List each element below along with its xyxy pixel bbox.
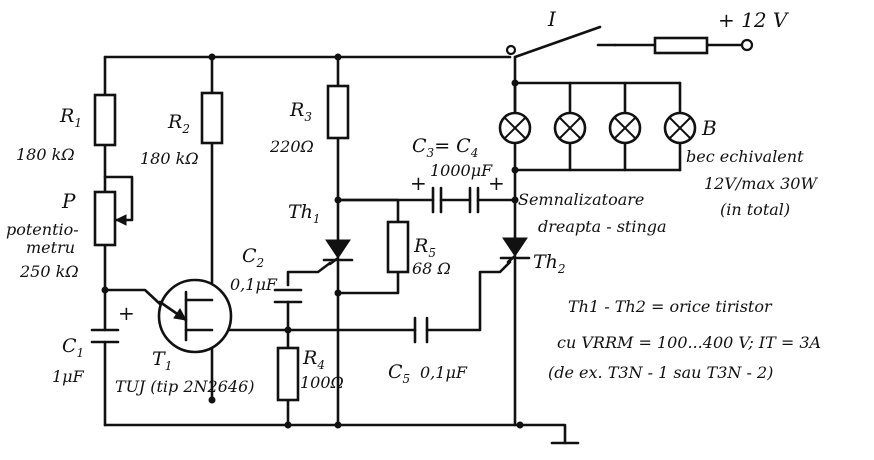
signal-label-1: Semnalizatoare: [518, 190, 644, 209]
switch-pivot: [505, 44, 517, 56]
lamps-label: B: [701, 116, 717, 140]
c2-value: 0,1μF: [230, 275, 278, 294]
pot-label: P: [61, 189, 76, 213]
potentiometer: [93, 190, 117, 247]
r5-top-wire: [336, 198, 400, 224]
r5-resistor: [386, 220, 410, 274]
th1-label: Th1: [288, 201, 321, 226]
pot-wiper-arrow: [114, 214, 127, 226]
pot-desc-2: metru: [26, 238, 75, 257]
lamp-1: [498, 111, 532, 145]
lamps-note-2: 12V/max 30W: [704, 174, 818, 193]
c5-right-wire: [425, 260, 512, 332]
lamps-note-3: (in total): [720, 200, 790, 219]
r2-label: R2: [167, 111, 190, 136]
junction-dots: [101, 53, 524, 429]
ground-wire: [518, 423, 567, 445]
c2-label: C2: [242, 245, 264, 270]
c1-label: C1: [62, 335, 84, 360]
c5-value: 0,1μF: [420, 363, 468, 382]
c34-label: C3= C4: [412, 135, 478, 160]
r3-label: R3: [289, 99, 312, 124]
note-line-1: Th1 - Th2 = orice tiristor: [568, 297, 773, 316]
r1-label: R1: [59, 105, 82, 130]
r2-resistor: [200, 91, 224, 145]
c3-capacitor: [431, 186, 443, 214]
r4-value: 100Ω: [300, 373, 344, 392]
th1-thyristor: [322, 239, 354, 266]
c5-capacitor: [413, 316, 429, 344]
supply-label: + 12 V: [718, 8, 790, 32]
pot-value: 250 kΩ: [19, 262, 79, 281]
signal-label-2: dreapta - stinga: [538, 217, 667, 236]
lamp-2: [553, 111, 587, 145]
wires: [103, 25, 744, 445]
r4-resistor: [276, 346, 300, 402]
th2-thyristor: [499, 237, 531, 264]
note-line-2: cu VRRM = 100...400 V; IT = 3A: [557, 333, 821, 352]
c5-label: C5: [388, 361, 410, 386]
lamp-4: [663, 111, 697, 145]
lamp-3: [608, 111, 642, 145]
c4-capacitor: [468, 186, 480, 214]
c1-value: 1μF: [52, 367, 85, 386]
fuse: [653, 36, 709, 55]
r5-value: 68 Ω: [412, 259, 451, 278]
c3-polarity: +: [410, 171, 427, 195]
r5-label: R5: [413, 235, 436, 260]
supply-terminal: [740, 38, 754, 52]
r3-resistor: [326, 84, 350, 140]
r4-label: R4: [302, 347, 325, 372]
c2-gate-wire: [286, 261, 332, 287]
t1-label: T1: [152, 348, 172, 373]
r1-resistor: [93, 93, 117, 147]
note-line-3: (de ex. T3N - 1 sau T3N - 2): [548, 363, 773, 382]
r1-value: 180 kΩ: [16, 145, 75, 164]
t1-desc: TUJ (tip 2N2646): [115, 377, 254, 396]
c1-capacitor: [90, 328, 120, 344]
ujt-transistor: [157, 278, 233, 354]
switch-blade: [513, 25, 602, 59]
c4-polarity: +: [488, 171, 505, 195]
switch-label: I: [547, 7, 557, 31]
lamps-note-1: bec echivalent: [686, 147, 804, 166]
c34-value: 1000μF: [430, 161, 493, 180]
r3-value: 220Ω: [269, 137, 314, 156]
pot-desc-1: potentio-: [6, 220, 79, 239]
r2-value: 180 kΩ: [140, 149, 199, 168]
c2-capacitor: [273, 288, 303, 304]
r5-bottom-wire: [336, 270, 400, 295]
c1-polarity: +: [118, 301, 135, 325]
th2-label: Th2: [533, 251, 566, 276]
